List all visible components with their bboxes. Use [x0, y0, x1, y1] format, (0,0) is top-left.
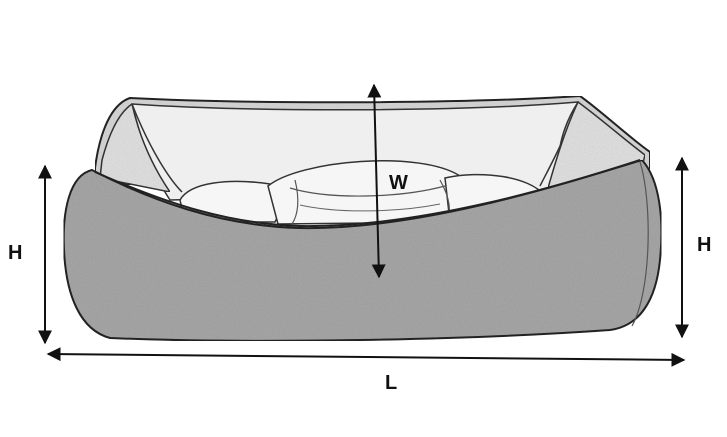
bed-cushion: [179, 160, 546, 225]
width-label: W: [389, 172, 408, 194]
bed-front-bolster: [62, 158, 663, 342]
length-arrow: [46, 347, 686, 367]
left-side-panel: [99, 102, 172, 194]
left-corner-fold: [131, 103, 183, 193]
height-label-right: H: [697, 234, 712, 256]
bolster-top-edge: [94, 159, 641, 228]
height-label-left: H: [8, 242, 23, 264]
length-label: L: [385, 372, 398, 394]
bolster-seam: [631, 161, 649, 327]
width-arrow: [367, 83, 386, 279]
